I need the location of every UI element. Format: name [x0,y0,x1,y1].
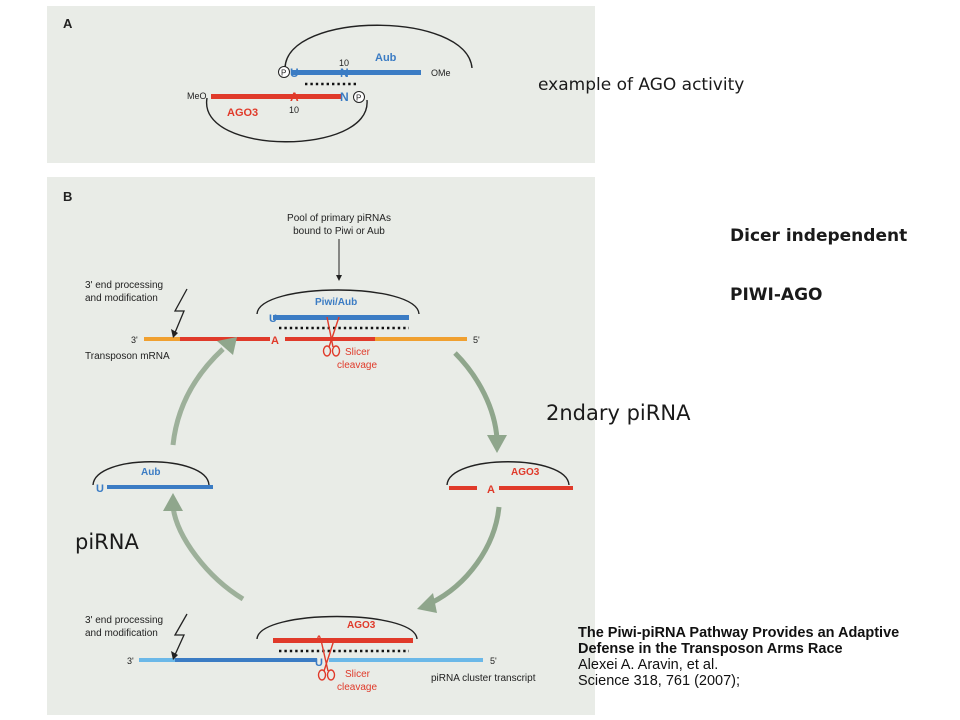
ago3-strand [211,94,341,99]
lightning-top-tip-icon [171,329,178,338]
transposon-mrna-label: Transposon mRNA [85,351,170,362]
cycle-arrowhead-top-right-icon [487,435,507,453]
cluster-blue [175,658,317,662]
ago3-bottom-label: AGO3 [347,620,376,631]
mrna-red-left [180,337,270,341]
slicer2-label-line1: Slicer [345,669,371,680]
note-ago-activity: example of AGO activity [538,75,745,95]
phosphate-bottom-label: P [356,94,361,103]
slicer2-label-line2: cleavage [337,682,377,693]
cycle-arrow-top-right [453,351,500,440]
top-u: U [269,313,277,325]
pool-label-line1: Pool of primary piRNAs [287,213,391,224]
three-prime-top: 3' [131,335,138,345]
panel-b: B Pool of primary piRNAs bound to Piwi o… [47,177,595,715]
note-dicer-independent: Dicer independent [730,226,908,246]
phosphate-top-label: P [281,69,286,78]
slicer-label-line1: Slicer [345,347,371,358]
mrna-orange-right [375,337,467,341]
scissors-bottom-icon [317,639,336,681]
cluster-lightblue-left [139,658,175,662]
bottom-a: A [315,634,323,646]
cycle-arrowhead-bottom-right-icon [417,593,437,613]
pool-arrowhead-icon [336,275,342,281]
panel-b-letter: B [63,189,72,204]
base-n-top: N [340,66,349,80]
cluster-transcript-label: piRNA cluster transcript [431,673,536,684]
cycle-arrow-bottom-left [170,506,245,602]
bottom-position: 10 [289,105,299,115]
ago3-right-a: A [487,484,495,496]
top-guide-strand [273,315,409,320]
end-processing2-line2: and modification [85,628,158,639]
five-prime-bottom: 5' [490,656,497,666]
cluster-lightblue-right [329,658,483,662]
end-processing-line2: and modification [85,293,158,304]
scissors-icon [322,316,341,357]
slicer-label-line2: cleavage [337,360,377,371]
aub-arc [284,24,473,69]
ome-label: OMe [431,68,451,78]
citation: The Piwi-piRNA Pathway Provides an Adapt… [578,625,950,689]
note-piwi-ago: PIWI-AGO [730,285,823,305]
ago3-right-strand-left [449,486,477,490]
ago3-label: AGO3 [227,107,258,119]
note-secondary-pirna: 2ndary piRNA [546,401,691,425]
cycle-arrow-bottom-right [429,506,502,606]
ago3-right-strand-right [499,486,573,490]
mrna-red-right [285,337,375,341]
top-a: A [271,335,279,347]
aub-left-arc [92,461,210,486]
three-prime-bottom: 3' [127,656,134,666]
note-pirna: piRNA [75,530,139,554]
base-u: U [290,66,299,80]
phosphate-top-icon [278,66,290,78]
aub-label: Aub [375,52,397,64]
piwi-aub-arc [256,289,420,315]
end-processing2-line1: 3' end processing [85,615,163,626]
five-prime-top: 5' [473,335,480,345]
lightning-bottom-tip-icon [171,651,178,660]
panel-b-diagram: B Pool of primary piRNAs bound to Piwi o… [63,189,573,693]
lightning-bottom-icon [173,613,188,658]
ago3-right-arc [446,461,570,486]
cycle-arrowhead-bottom-left-icon [163,493,183,511]
aub-left-u: U [96,483,104,495]
piwi-aub-label: Piwi/Aub [315,297,357,308]
aub-left-strand [107,485,213,489]
cycle-arrowhead-top-left-icon [217,337,237,355]
aub-strand [291,70,421,75]
ago3-bottom-arc [256,615,418,640]
base-a: A [290,90,299,104]
panel-a: A Aub AGO3 10 10 U N A N P P OMe MeO [47,6,595,163]
aub-left-label: Aub [141,467,160,478]
citation-authors: Alexei A. Aravin, et al. [578,657,719,673]
meo-label: MeO [187,91,207,101]
top-position: 10 [339,58,349,68]
end-processing-line1: 3' end processing [85,280,163,291]
bottom-u: U [315,657,323,669]
pool-label-line2: bound to Piwi or Aub [293,226,385,237]
mrna-orange-left [144,337,180,341]
ago3-right-label: AGO3 [511,467,540,478]
citation-title: The Piwi-piRNA Pathway Provides an Adapt… [578,625,900,657]
ago3-arc [206,97,368,143]
phosphate-bottom-icon [353,91,365,103]
cycle-arrow-top-left [170,347,225,446]
base-n-bottom: N [340,90,349,104]
citation-reference: Science 318, 761 (2007); [578,673,741,689]
lightning-top-icon [173,288,188,336]
panel-a-letter: A [63,16,73,31]
panel-a-diagram: A Aub AGO3 10 10 U N A N P P OMe MeO [63,16,473,143]
bottom-guide-strand [273,638,413,643]
